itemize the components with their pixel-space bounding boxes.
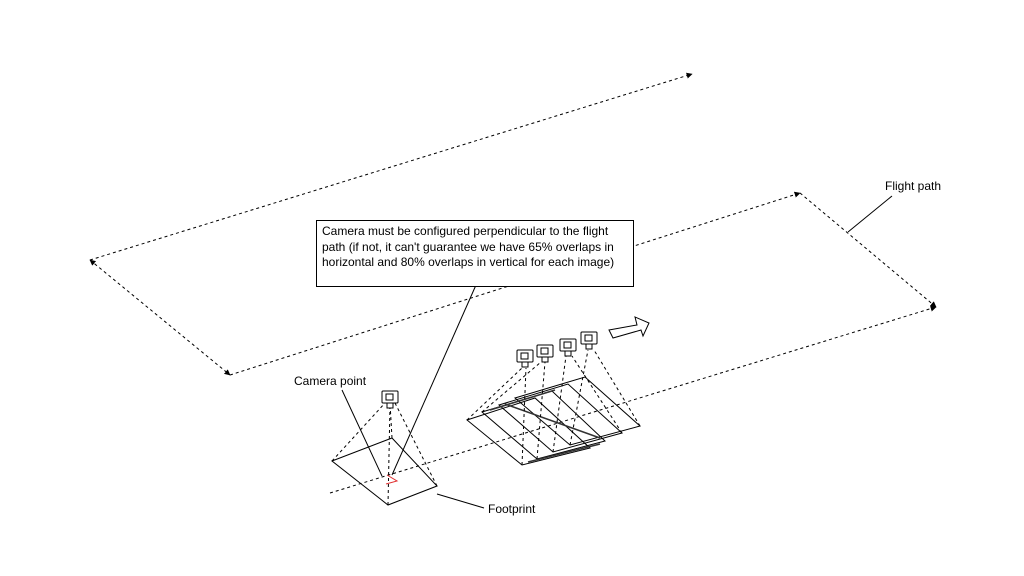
note-leader (391, 284, 477, 476)
overlapping-footprints (465, 349, 642, 466)
flight-path-leader (847, 195, 893, 233)
flight-leg-left-turn (89, 259, 231, 376)
camera-point-leader (341, 389, 383, 477)
footprint-label: Footprint (488, 502, 536, 516)
footprint-1 (465, 397, 592, 466)
camera-icon (381, 390, 399, 409)
camera-icon (559, 338, 577, 357)
flight-leg-right-turn (799, 192, 937, 308)
camera-icon (580, 331, 598, 350)
camera-point-marker (385, 474, 399, 485)
camera-point-label: Camera point (294, 374, 367, 388)
camera-icon (536, 344, 554, 363)
camera-icon (516, 349, 534, 368)
camera-orientation-note: Camera must be configured perpendicular … (316, 220, 634, 287)
flight-path (89, 72, 937, 494)
footprint-leader (436, 493, 485, 509)
single-footprint (330, 402, 438, 506)
flight-leg-bottom (329, 305, 937, 494)
right-arrow-icon (608, 316, 650, 339)
flight-leg-middle (229, 191, 801, 376)
footprint-area (330, 437, 438, 506)
flight-path-label: Flight path (885, 179, 941, 193)
